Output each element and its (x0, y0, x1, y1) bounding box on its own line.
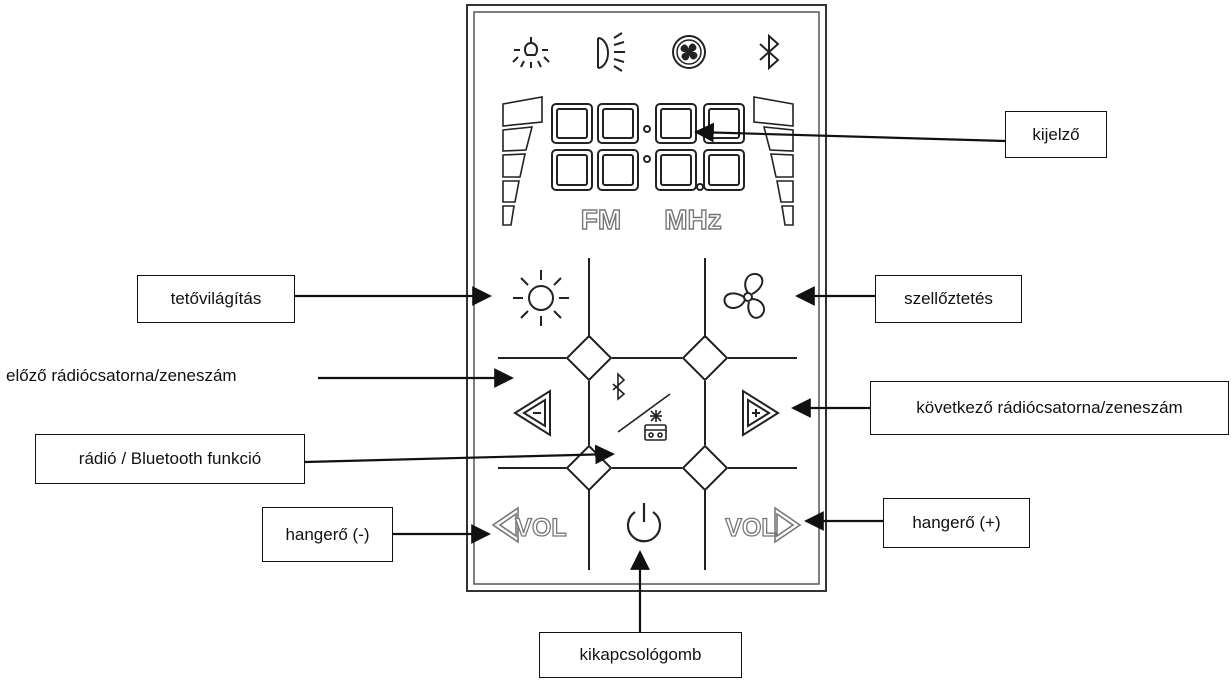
panel-inner-frame (473, 11, 820, 585)
prev-icon (513, 389, 551, 437)
grid-diamond (565, 334, 613, 382)
ceiling-light-button[interactable] (513, 270, 569, 326)
vol-down-label: VOL (515, 514, 566, 542)
headlight-icon (597, 32, 625, 72)
callout-volume-down: hangerő (-) (262, 507, 393, 562)
signal-meter-right (753, 96, 794, 226)
grid-diamond (565, 444, 613, 492)
vol-down-icon (491, 506, 519, 544)
ceiling-light-icon (512, 37, 550, 68)
segment-display (551, 103, 745, 191)
power-button[interactable] (626, 503, 662, 543)
sun-icon (513, 270, 569, 326)
callout-display: kijelző (1005, 111, 1107, 158)
arrow-display (694, 122, 1006, 143)
callout-volume-up: hangerő (+) (883, 498, 1030, 548)
callout-previous: előző rádiócsatorna/zeneszám (6, 366, 237, 385)
bt-radio-icon (612, 372, 671, 441)
radio-bluetooth-button[interactable] (612, 372, 671, 441)
display-digit-3 (655, 103, 697, 191)
panel-outer-frame (466, 4, 827, 592)
vol-up-icon (774, 506, 802, 544)
arrow-radio-bluetooth (304, 444, 615, 465)
callout-radio-bluetooth: rádió / Bluetooth funkció (35, 434, 305, 484)
display-digit-2 (597, 103, 639, 191)
display-digit-4 (703, 103, 745, 191)
vol-up-label: VOL (725, 514, 776, 542)
fan-button-icon (723, 272, 765, 319)
unit-label: MHz (664, 204, 722, 235)
signal-meter-left (502, 96, 543, 226)
callout-ceiling-light: tetővilágítás (137, 275, 295, 323)
volume-up-button[interactable]: VOL (725, 506, 802, 544)
grid-diamond (681, 444, 729, 492)
bluetooth-icon (759, 33, 780, 71)
ventilation-button[interactable] (723, 272, 765, 319)
grid-diamond (681, 334, 729, 382)
volume-down-button[interactable]: VOL (491, 506, 567, 544)
callout-next: következő rádiócsatorna/zeneszám (870, 381, 1229, 435)
button-grid (498, 258, 797, 570)
band-label: FM (581, 204, 621, 235)
callout-arrows (295, 122, 1006, 632)
callout-ventilation: szellőztetés (875, 275, 1022, 323)
display-digit-1 (551, 103, 593, 191)
power-icon (626, 503, 662, 543)
previous-button[interactable] (513, 389, 551, 437)
callout-power: kikapcsológomb (539, 632, 742, 678)
fan-icon (672, 35, 706, 69)
next-icon (742, 389, 780, 437)
next-button[interactable] (742, 389, 780, 437)
